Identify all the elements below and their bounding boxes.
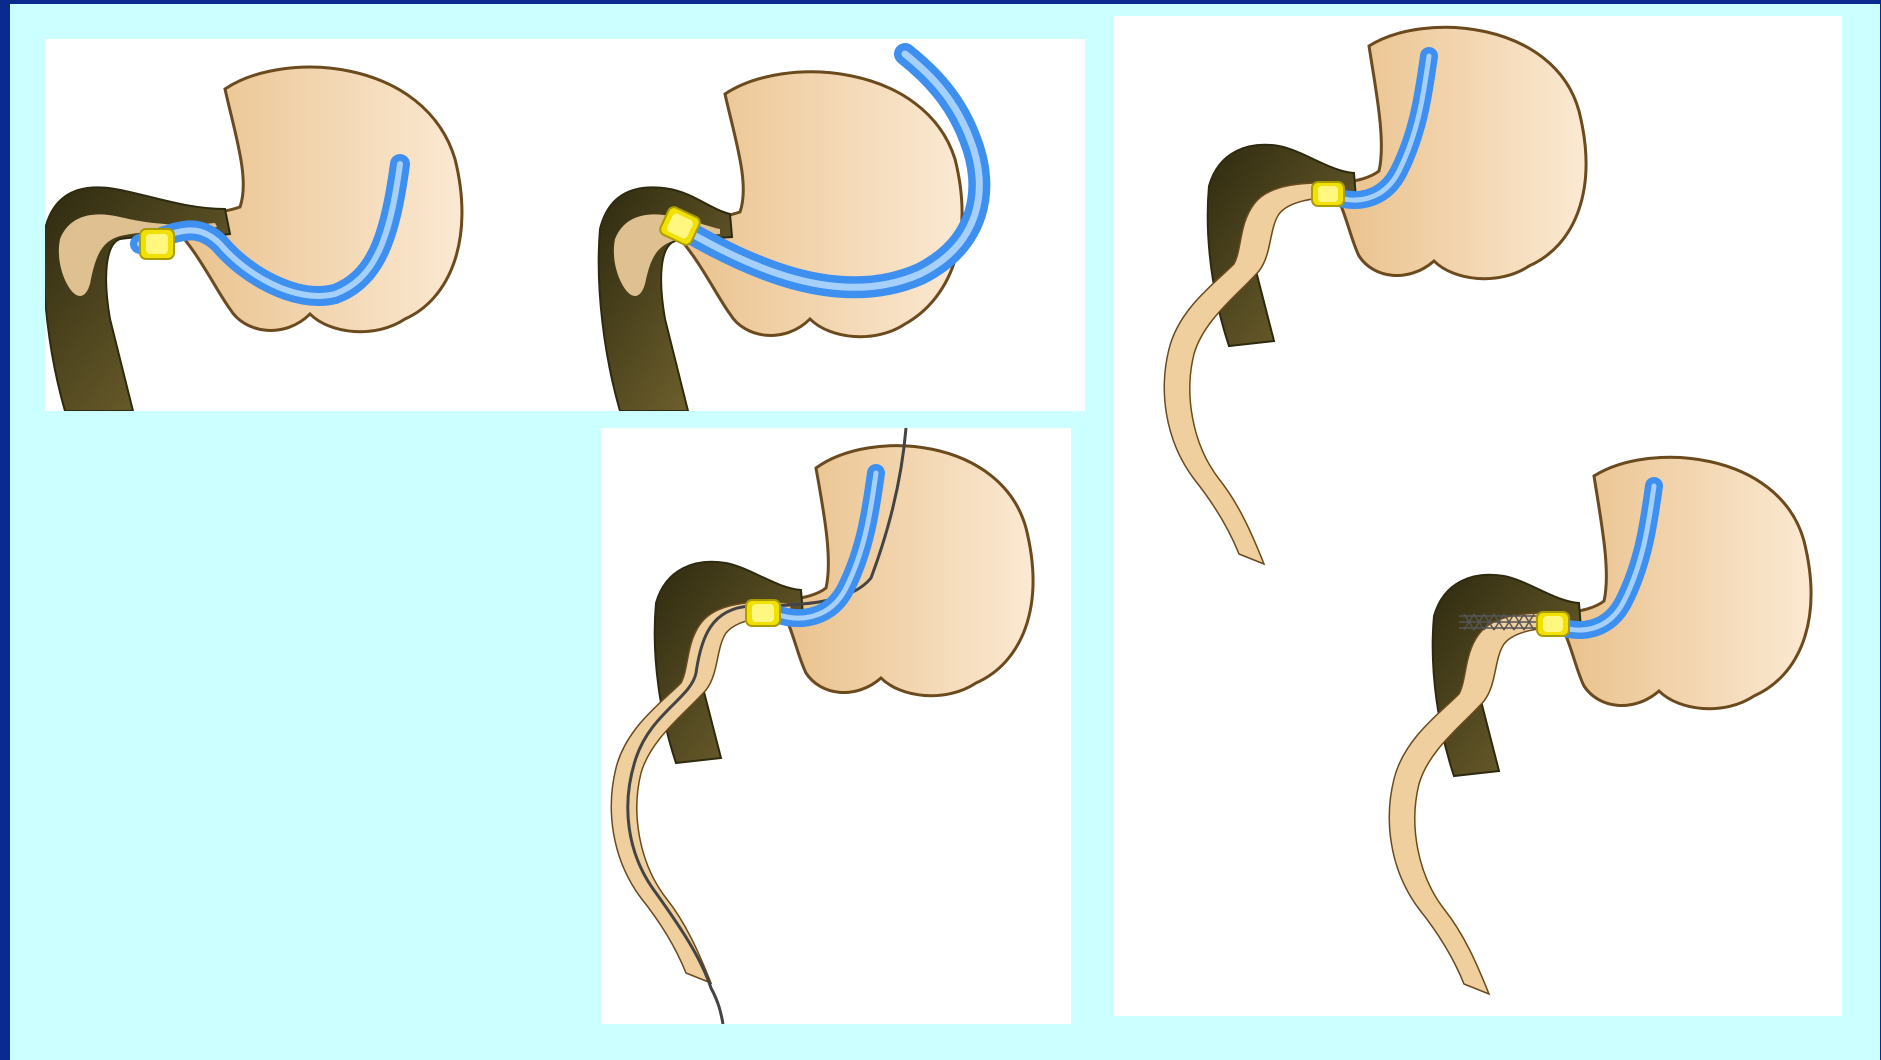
yellow-ring <box>1312 182 1344 206</box>
yellow-ring <box>746 600 780 626</box>
stage-c <box>1164 27 1586 564</box>
stage-a <box>45 67 462 411</box>
yellow-ring <box>140 229 174 259</box>
duodenum-shape <box>655 562 803 763</box>
stent-mesh <box>1459 614 1539 630</box>
guidewire-stage-svg <box>601 428 1071 1024</box>
stomach-shape <box>1329 27 1586 278</box>
stage-d <box>1389 457 1811 994</box>
bile-duct <box>1389 613 1569 994</box>
stomach-shape <box>665 72 962 337</box>
duodenum-shape <box>1208 145 1356 346</box>
stage-pair-svg <box>45 39 1085 411</box>
stage-b <box>599 54 980 411</box>
diagram-stage <box>10 4 1880 1060</box>
panel-top-left <box>45 39 1085 411</box>
duodenum-shape <box>1433 575 1581 776</box>
bile-duct <box>611 602 791 983</box>
stomach-shape <box>1554 457 1811 708</box>
yellow-ring <box>1537 612 1569 636</box>
panel-right <box>1114 16 1842 1016</box>
stomach-shape <box>776 446 1033 696</box>
bile-duct <box>1164 183 1344 564</box>
panel-bottom-middle <box>601 428 1071 1024</box>
stent-stages-svg <box>1114 16 1842 1016</box>
